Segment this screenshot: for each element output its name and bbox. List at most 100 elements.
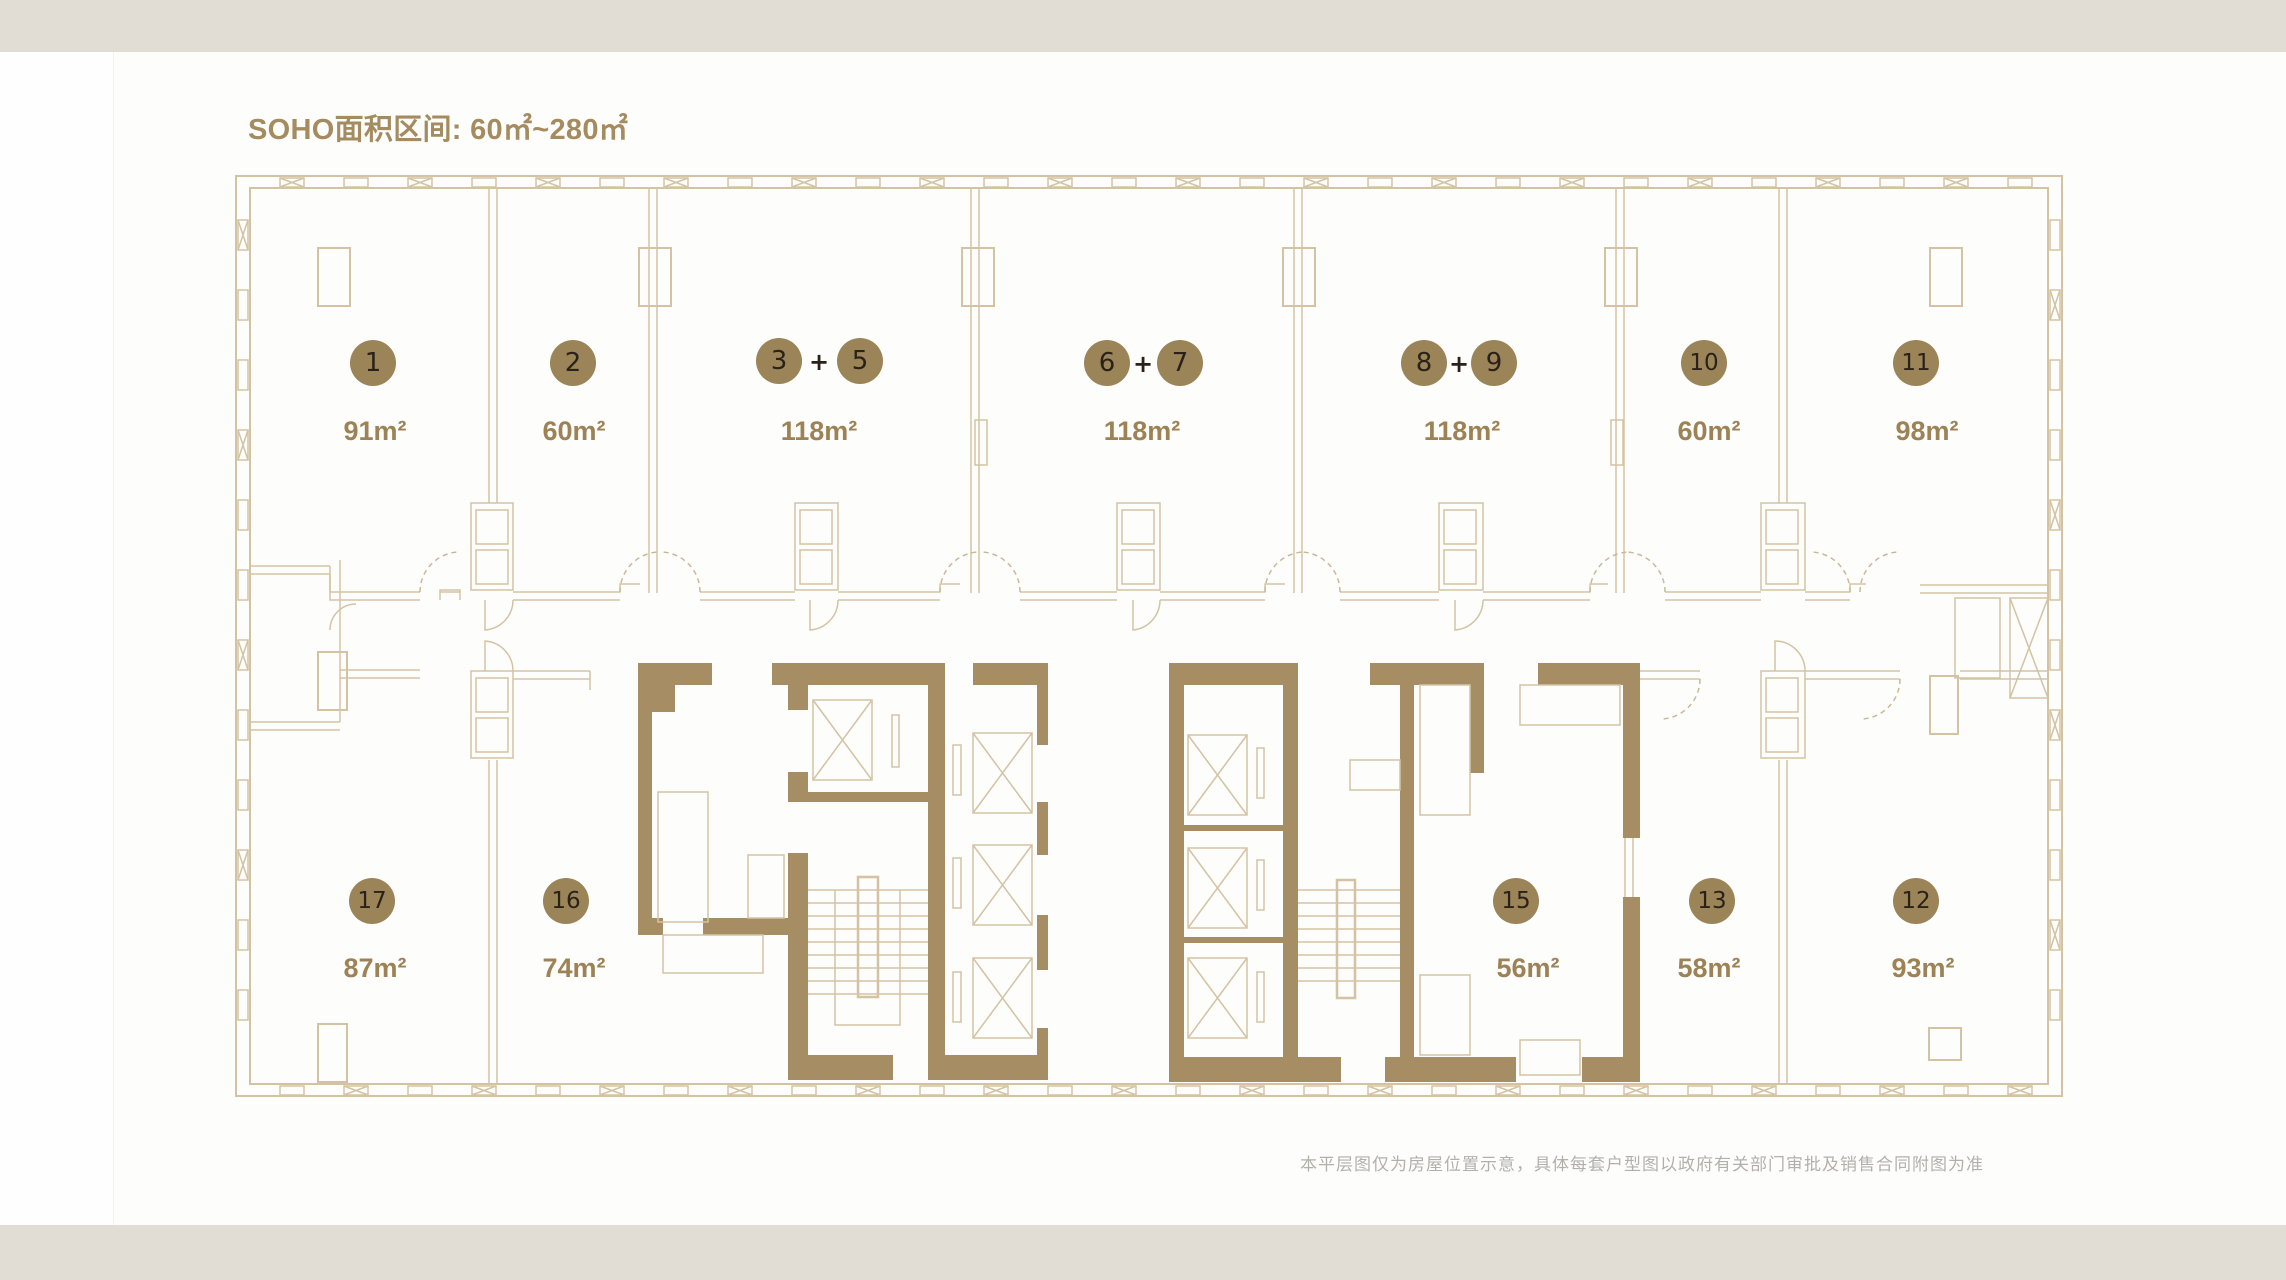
window-cross <box>1559 177 1585 188</box>
window-mark <box>237 219 249 251</box>
window-mark <box>1431 177 1457 188</box>
window-mark <box>1367 177 1393 188</box>
window-mark <box>855 177 881 188</box>
window-mark <box>237 709 249 741</box>
unit-number: 17 <box>357 888 386 914</box>
unit-1[interactable]: 1 91m² <box>343 340 407 446</box>
window-mark <box>237 569 249 601</box>
door-swings <box>329 551 1901 720</box>
window-mark <box>343 1085 369 1096</box>
disclaimer-note: 本平层图仅为房屋位置示意，具体每套户型图以政府有关部门审批及销售合同附图为准 <box>1300 1155 1984 1174</box>
window-cross <box>1623 1085 1649 1096</box>
unit-labels-bottom: 17 87m² 16 74m² 15 56m² 13 58m² 12 93m² <box>343 878 1955 983</box>
window-cross <box>1751 1085 1777 1096</box>
unit-number-badge <box>543 878 589 924</box>
unit-area: 93m² <box>1891 953 1954 983</box>
window-mark <box>1687 1085 1713 1096</box>
window-mark <box>1431 1085 1457 1096</box>
unit-number-badge <box>1893 340 1939 386</box>
window-mark <box>2007 1085 2033 1096</box>
unit-number: 13 <box>1697 888 1726 914</box>
window-mark <box>237 989 249 1021</box>
unit-8-9[interactable]: 8 + 9 118m² <box>1401 340 1517 446</box>
unit-6-7[interactable]: 6 + 7 118m² <box>1084 340 1203 446</box>
window-mark <box>343 177 369 188</box>
window-mark <box>237 359 249 391</box>
window-cross <box>237 849 249 881</box>
window-cross <box>237 639 249 671</box>
unit-15[interactable]: 15 56m² <box>1493 878 1560 983</box>
unit-number: 11 <box>1901 350 1930 376</box>
unit-17[interactable]: 17 87m² <box>343 878 407 983</box>
window-mark <box>1239 1085 1265 1096</box>
unit-area: 58m² <box>1677 953 1740 983</box>
window-mark <box>237 639 249 671</box>
unit-number: 1 <box>365 348 382 378</box>
window-mark <box>1623 1085 1649 1096</box>
window-mark <box>1239 177 1265 188</box>
plan-walls <box>235 175 2063 1097</box>
unit-13[interactable]: 13 58m² <box>1677 878 1741 983</box>
window-cross <box>1815 177 1841 188</box>
unit-3-5[interactable]: 3 + 5 118m² <box>756 338 883 446</box>
unit-number-badge <box>1401 340 1447 386</box>
page-title: SOHO面积区间: 60㎡~280㎡ <box>248 114 629 146</box>
unit-area: 118m² <box>1424 416 1501 446</box>
unit-16[interactable]: 16 74m² <box>542 878 606 983</box>
window-mark <box>407 177 433 188</box>
combine-plus: + <box>1449 350 1469 378</box>
window-mark <box>1879 177 1905 188</box>
window-mark <box>237 779 249 811</box>
window-mark <box>1815 177 1841 188</box>
window-mark <box>2049 989 2061 1021</box>
window-mark <box>2007 177 2033 188</box>
window-cross <box>1175 177 1201 188</box>
window-mark <box>727 177 753 188</box>
window-mark <box>237 429 249 461</box>
unit-number-badge <box>1689 878 1735 924</box>
window-cross <box>1943 177 1969 188</box>
window-cross <box>407 177 433 188</box>
window-mark <box>1047 1085 1073 1096</box>
unit-number: 8 <box>1416 348 1433 378</box>
unit-number: 12 <box>1901 888 1930 914</box>
window-mark <box>1303 1085 1329 1096</box>
unit-area: 87m² <box>343 953 406 983</box>
combine-plus: + <box>809 348 829 376</box>
unit-number: 2 <box>565 348 582 378</box>
unit-number-badge <box>756 338 802 384</box>
window-mark <box>2049 919 2061 951</box>
window-cross <box>237 219 249 251</box>
unit-number-badge <box>1493 878 1539 924</box>
unit-12[interactable]: 12 93m² <box>1891 878 1955 983</box>
right-core <box>1169 663 1640 1082</box>
unit-area: 98m² <box>1895 416 1958 446</box>
window-mark <box>919 177 945 188</box>
unit-area: 118m² <box>1104 416 1181 446</box>
window-mark <box>535 1085 561 1096</box>
window-mark <box>599 1085 625 1096</box>
window-mark <box>407 1085 433 1096</box>
window-mark <box>1623 177 1649 188</box>
unit-11[interactable]: 11 98m² <box>1893 340 1959 446</box>
window-mark <box>1175 1085 1201 1096</box>
unit-10[interactable]: 10 60m² <box>1677 340 1741 446</box>
unit-number-badge <box>1681 340 1727 386</box>
window-mark <box>535 177 561 188</box>
window-mark <box>1303 177 1329 188</box>
utility-closets <box>470 502 2049 759</box>
top-band <box>0 0 2286 52</box>
window-cross <box>1239 1085 1265 1096</box>
window-cross <box>1431 177 1457 188</box>
window-mark <box>237 499 249 531</box>
window-cross <box>2049 709 2061 741</box>
window-cross <box>279 177 305 188</box>
window-mark <box>2049 639 2061 671</box>
unit-number: 5 <box>852 346 869 376</box>
unit-2[interactable]: 2 60m² <box>542 340 606 446</box>
window-mark <box>1495 1085 1521 1096</box>
window-mark <box>1111 177 1137 188</box>
window-cross <box>1495 1085 1521 1096</box>
unit-number: 10 <box>1689 350 1718 376</box>
